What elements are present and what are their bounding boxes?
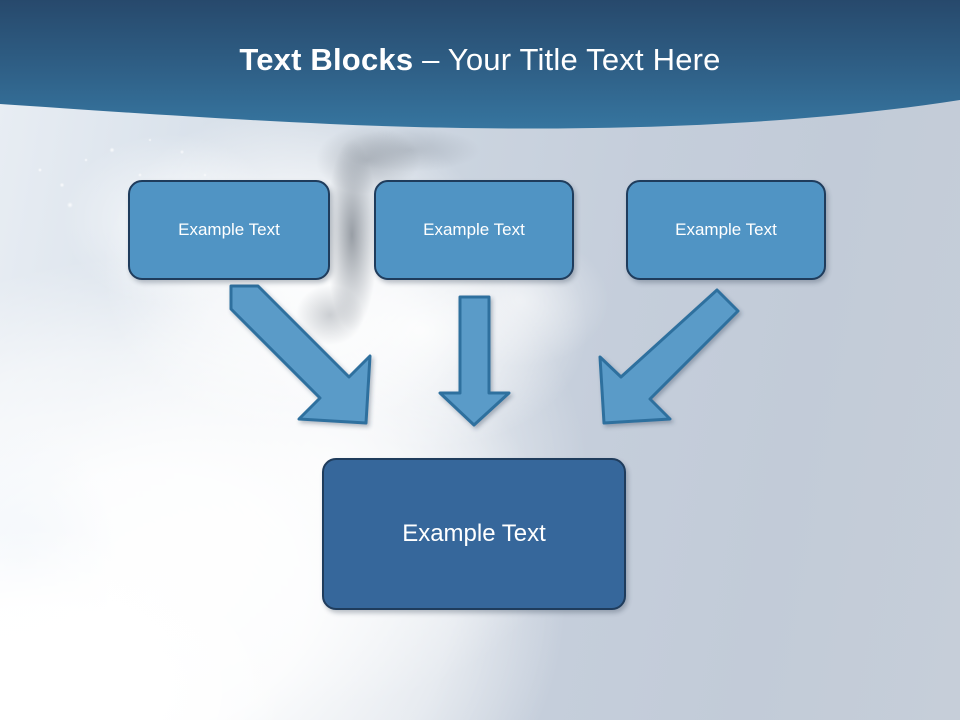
- text-block-3[interactable]: Example Text: [626, 180, 826, 280]
- text-block-2-label: Example Text: [423, 220, 525, 239]
- text-block-3-label: Example Text: [675, 220, 777, 239]
- text-block-result-label: Example Text: [402, 520, 546, 547]
- text-block-1[interactable]: Example Text: [128, 180, 330, 280]
- text-block-result[interactable]: Example Text: [322, 458, 626, 610]
- header-wave-shape: [0, 0, 960, 129]
- header-banner: Text Blocks – Your Title Text Here: [0, 0, 960, 152]
- text-block-2[interactable]: Example Text: [374, 180, 574, 280]
- text-block-1-label: Example Text: [178, 220, 280, 239]
